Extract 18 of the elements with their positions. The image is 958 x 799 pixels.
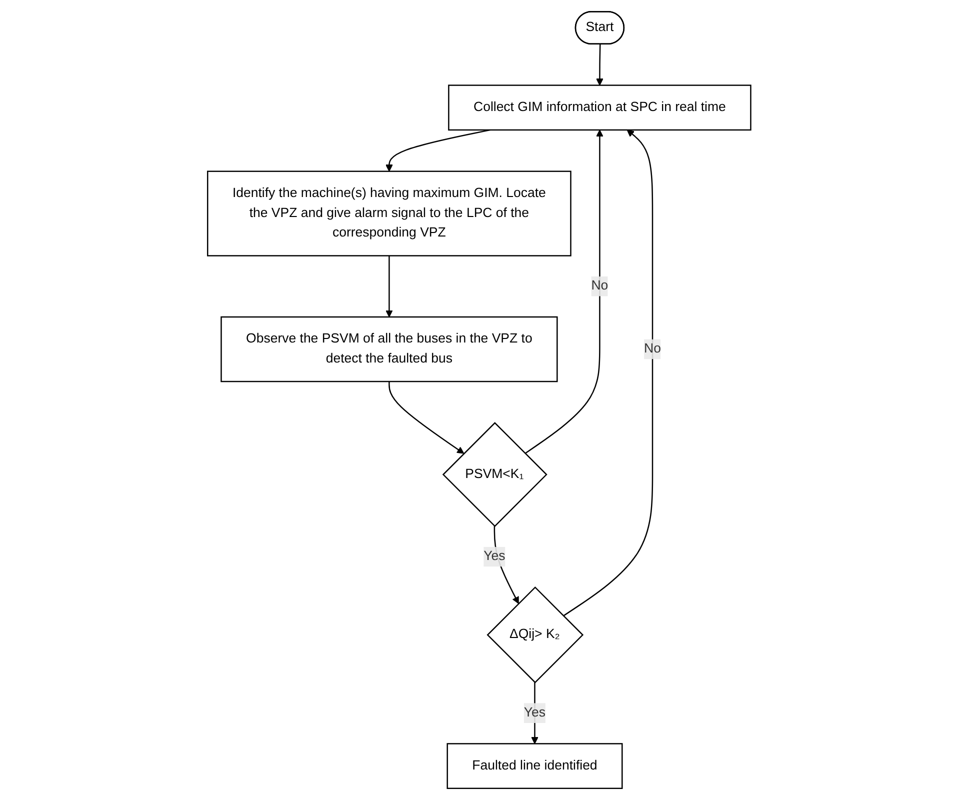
node-diamond: ΔQij> K₂ bbox=[486, 586, 584, 683]
arrow bbox=[494, 526, 519, 604]
edge-label: Yes bbox=[483, 548, 506, 563]
edge-label: Yes bbox=[524, 705, 546, 720]
edge-label: No bbox=[591, 278, 608, 292]
node-box: Faulted line identified bbox=[446, 742, 623, 788]
node-diamond: PSVM<K₁ bbox=[442, 422, 548, 526]
node-box: Identify the machine(s) having maximum GIM. Locate the VPZ and give alarm signal to the LPC of the corresponding VPZ bbox=[206, 170, 572, 256]
arrow bbox=[524, 129, 604, 454]
arrow bbox=[562, 129, 653, 616]
arrow bbox=[388, 381, 464, 454]
edge-label: No bbox=[644, 341, 661, 356]
arrow bbox=[596, 44, 604, 86]
arrow bbox=[385, 255, 393, 317]
arrow bbox=[530, 682, 538, 744]
node-box: Collect GIM information at SPC in real time bbox=[448, 84, 752, 130]
node-box: Observe the PSVM of all the buses in the VPZ to detect the faulted bus bbox=[220, 316, 558, 382]
arrow bbox=[385, 128, 490, 172]
